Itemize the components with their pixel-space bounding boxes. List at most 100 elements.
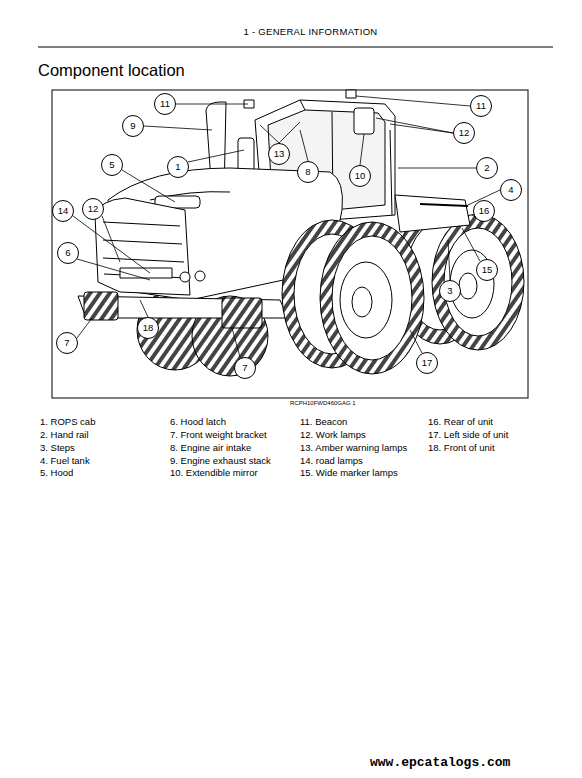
callout-circle: 16 — [473, 200, 495, 222]
tractor — [78, 90, 524, 376]
callout-number: 2 — [484, 163, 489, 173]
callout-circle: 12 — [453, 122, 475, 144]
callout-circle: 7 — [234, 357, 256, 379]
tractor — [300, 100, 305, 110]
callout-number: 3 — [447, 286, 452, 296]
tractor — [420, 204, 468, 206]
legend-item: 13. Amber warning lamps — [300, 443, 407, 454]
callout-circle: 14 — [52, 200, 74, 222]
legend-item: 4. Fuel tank — [40, 456, 90, 467]
tractor — [222, 298, 262, 328]
callout-circle: 3 — [439, 280, 461, 302]
leader-lines — [360, 134, 364, 165]
callout-number: 12 — [88, 204, 99, 214]
legend-item: 18. Front of unit — [428, 443, 495, 454]
header-rule — [38, 47, 553, 398]
tractor — [459, 273, 477, 299]
leader-lines — [260, 125, 279, 143]
legend-item: 3. Steps — [40, 443, 75, 454]
callout-number: 8 — [305, 167, 310, 177]
callout-number: 13 — [274, 149, 285, 159]
legend-item: 8. Engine air intake — [170, 443, 251, 454]
callout-number: 15 — [482, 265, 493, 275]
leader-lines — [462, 228, 480, 261]
leader-lines — [398, 168, 476, 169]
callout-number: 6 — [65, 248, 70, 258]
leader-lines — [448, 240, 450, 280]
leader-lines — [279, 122, 300, 143]
leader-lines — [122, 170, 175, 202]
legend-item: 5. Hood — [40, 468, 73, 479]
callout-circle: 2 — [476, 157, 498, 179]
tractor — [432, 214, 524, 350]
tractor — [354, 108, 374, 134]
leader-lines — [102, 216, 120, 262]
callout-circle: 6 — [57, 242, 79, 264]
leader-lines — [176, 104, 248, 105]
legend-item: 10. Extendible mirror — [170, 468, 258, 479]
legend-item: 2. Hand rail — [40, 430, 89, 441]
callout-circle: 18 — [137, 317, 159, 339]
callout-circle: 10 — [349, 165, 371, 187]
legend-item: 15. Wide marker lamps — [300, 468, 398, 479]
tractor — [120, 268, 172, 278]
leader-lines — [77, 259, 150, 280]
leader-lines — [410, 330, 422, 353]
leader-lines — [300, 130, 308, 161]
tractor — [195, 271, 205, 281]
legend-item: 17. Left side of unit — [428, 430, 508, 441]
watermark: www.epcatalogs.com — [370, 756, 510, 771]
tractor — [390, 130, 392, 215]
callout-circle: 12 — [82, 198, 104, 220]
callout-circle: 1 — [167, 156, 189, 178]
callout-number: 1 — [175, 162, 180, 172]
leader-lines — [376, 118, 453, 133]
legend-item: 9. Engine exhaust stack — [170, 456, 271, 467]
section-header: 1 - GENERAL INFORMATION — [243, 27, 377, 38]
callout-number: 12 — [459, 128, 470, 138]
callout-circle: 11 — [470, 95, 492, 117]
legend-item: 11. Beacon — [300, 417, 347, 428]
callout-number: 11 — [476, 101, 486, 111]
legend-item: 7. Front weight bracket — [170, 430, 267, 441]
figure-code: RCPH10FWD460GAG 1 — [290, 400, 356, 407]
page-title: Component location — [38, 61, 185, 80]
callout-circle: 17 — [416, 352, 438, 374]
callout-number: 9 — [130, 121, 135, 131]
callout-circle: 15 — [476, 259, 498, 281]
callout-number: 18 — [143, 323, 154, 333]
legend-item: 16. Rear of unit — [428, 417, 493, 428]
leader-lines — [232, 328, 240, 357]
legend-item: 6. Hood latch — [170, 417, 226, 428]
callout-number: 11 — [160, 99, 170, 109]
callout-circle: 9 — [122, 115, 144, 137]
leader-lines — [390, 124, 453, 133]
callout-number: 17 — [422, 358, 433, 368]
callout-number: 7 — [64, 338, 69, 348]
leader-lines — [144, 126, 212, 130]
tractor — [340, 262, 392, 338]
header-rule — [52, 90, 528, 398]
callout-number: 7 — [242, 363, 247, 373]
callout-circle: 11 — [154, 93, 176, 115]
tractor — [95, 198, 190, 295]
callout-circle: 7 — [56, 332, 78, 354]
legend-item: 1. ROPS cab — [40, 417, 95, 428]
leader-lines — [188, 150, 244, 162]
leader-lines — [140, 300, 148, 317]
tractor — [84, 292, 118, 320]
leader-lines — [77, 318, 92, 338]
callout-circle: 8 — [297, 161, 319, 183]
header-rule — [38, 47, 553, 48]
leader-lines — [356, 96, 470, 106]
tractor — [320, 222, 424, 374]
legend-item: 14. road lamps — [300, 456, 363, 467]
leader-lines — [73, 216, 150, 273]
leader-lines — [73, 96, 500, 357]
legend-item: 12. Work lamps — [300, 430, 366, 441]
callout-number: 10 — [355, 171, 366, 181]
callout-circle: 5 — [101, 154, 123, 176]
callout-number: 16 — [479, 206, 490, 216]
